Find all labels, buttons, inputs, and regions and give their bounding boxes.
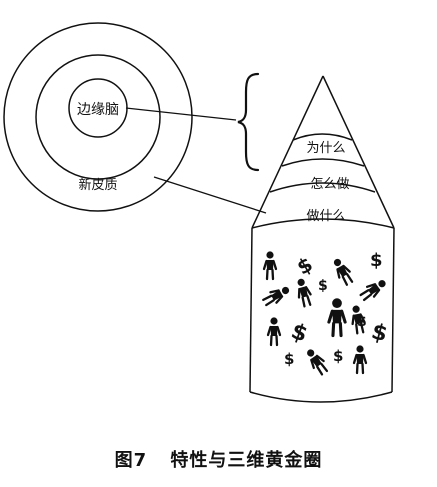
dollar-icon: $ xyxy=(370,250,383,271)
cylinder-right-edge xyxy=(391,227,395,393)
middle-circle xyxy=(35,54,161,180)
connector-line-bottom xyxy=(153,176,267,214)
person-icon xyxy=(262,250,278,281)
person-icon xyxy=(260,282,293,309)
cone-cylinder xyxy=(249,75,395,403)
dollar-icon: $ xyxy=(357,314,367,330)
dollar-icon: $ xyxy=(288,319,311,348)
person-icon xyxy=(266,316,282,347)
person-icon xyxy=(329,255,356,288)
cone-band-curve-2 xyxy=(281,158,365,167)
curly-brace xyxy=(237,72,260,172)
person-icon xyxy=(327,296,347,338)
cone-base-curve xyxy=(251,218,395,229)
inner-circle-label: 边缘脑 xyxy=(77,102,119,118)
cone-label-why: 为什么 xyxy=(306,141,345,156)
dollar-icon: $ xyxy=(284,350,294,368)
outer-ring-label: 新皮质 xyxy=(78,177,117,193)
outer-circle xyxy=(3,22,193,212)
person-icon xyxy=(357,275,390,304)
dollar-icon: $ xyxy=(333,347,343,365)
dollar-symbols: $ $ $ $ $ $ $ $ xyxy=(284,250,390,368)
cone-band-curve-1 xyxy=(292,133,353,141)
cylinder-left-edge xyxy=(249,227,253,393)
connector-line-top xyxy=(125,107,237,121)
dollar-icon: $ xyxy=(293,252,317,280)
person-icon xyxy=(293,276,315,309)
cone-left-edge xyxy=(251,75,324,229)
cone-label-how: 怎么做 xyxy=(310,177,349,192)
dollar-icon: $ xyxy=(318,278,328,294)
figure-caption: 图7 特性与三维黄金圈 xyxy=(0,446,437,472)
dollar-icon: $ xyxy=(369,319,390,347)
person-icon xyxy=(302,345,331,378)
person-icon xyxy=(352,344,368,375)
cylinder-bottom-curve xyxy=(249,391,393,403)
figure-title: 特性与三维黄金圈 xyxy=(170,450,323,471)
cone-label-what: 做什么 xyxy=(306,209,345,224)
figure-number: 图7 xyxy=(114,450,148,471)
cone-right-edge xyxy=(322,75,395,229)
cone-band-curve-3 xyxy=(269,182,376,193)
